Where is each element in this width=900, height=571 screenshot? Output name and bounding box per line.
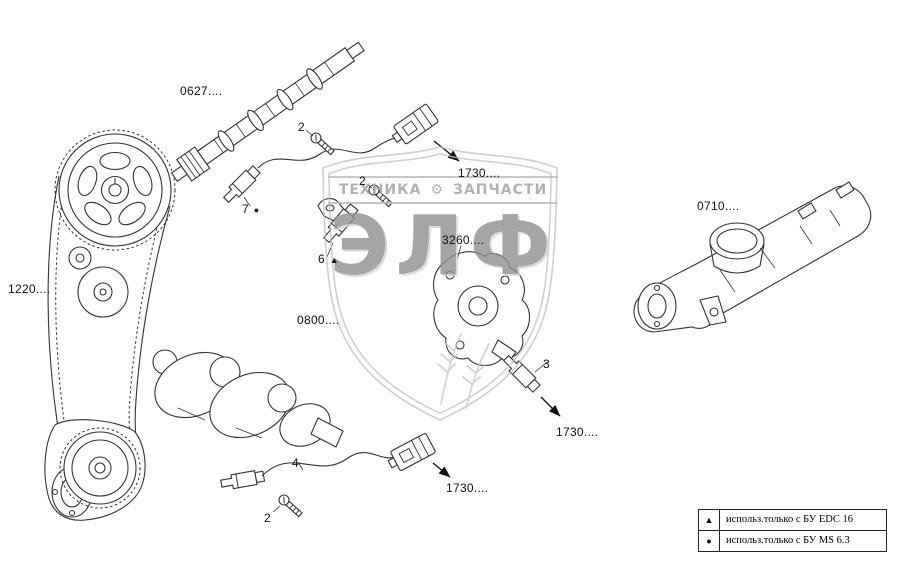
- label-timing-drive-partnumber: 1220....: [8, 282, 51, 296]
- label-connector-bottom-partnumber: 1730....: [446, 481, 489, 495]
- watermark-band-right: ЗАПЧАСТИ: [453, 182, 548, 198]
- cam-sensor-7-drawing: [220, 135, 402, 206]
- label-manifold-partnumber: 0710....: [697, 199, 740, 213]
- legend-text-ms63: использ.только с БУ MS 6.3: [726, 535, 850, 546]
- manifold-0710-drawing: [633, 181, 872, 333]
- triangle-marker-icon: ▲: [699, 510, 720, 530]
- callout-cam-sensor-top: 7●: [242, 202, 259, 216]
- dot-marker-icon: ●: [253, 205, 260, 215]
- camshaft-drawing: [170, 41, 365, 182]
- callout-bolt-top: 2: [298, 120, 305, 134]
- bolt-bottom-drawing: [276, 492, 305, 519]
- callout-bolt-mid: 2: [359, 174, 366, 188]
- label-connector-top-partnumber: 1730....: [458, 166, 501, 180]
- legend-row-edc16: ▲ использ.только с БУ EDC 16: [699, 510, 886, 530]
- watermark-logo-text: ЭЛФ: [329, 199, 557, 294]
- dot-marker-icon: ●: [699, 531, 720, 551]
- callout-cam-sensor-mid: 6▲: [318, 252, 339, 266]
- oil-pressure-sensor-drawing: [500, 352, 561, 417]
- callout-crank-sensor: 4: [292, 456, 299, 470]
- legend-text-edc16: использ.только с БУ EDC 16: [726, 514, 853, 525]
- callout-cam-sensor-mid-number: 6: [318, 252, 325, 266]
- wheat-icon: [437, 333, 490, 409]
- label-crankshaft-partnumber: 0800....: [297, 313, 340, 327]
- callout-oil-pressure-sensor: 3: [543, 357, 550, 371]
- crank-sensor-4-drawing: [219, 432, 451, 492]
- legend-row-ms63: ● использ.только с БУ MS 6.3: [699, 530, 886, 551]
- watermark-band-left: ТЕХНИКА: [338, 182, 422, 198]
- timing-belt-drawing: [44, 129, 176, 521]
- callout-bolt-bottom: 2: [264, 511, 271, 525]
- watermark-shield: [322, 146, 558, 421]
- connector-top-drawing: [387, 102, 460, 162]
- watermark-band: ТЕХНИКА ⚙ ЗАПЧАСТИ: [328, 176, 558, 204]
- crankshaft-drawing: [152, 349, 344, 448]
- gear-icon: ⚙: [430, 182, 444, 198]
- legend-box: ▲ использ.только с БУ EDC 16 ● использ.т…: [698, 509, 887, 552]
- label-sensor-housing-partnumber: 3260....: [442, 233, 485, 247]
- label-connector-oil-partnumber: 1730....: [556, 425, 599, 439]
- triangle-marker-icon: ▲: [329, 255, 339, 265]
- label-camshaft-partnumber: 0627....: [180, 84, 223, 98]
- callout-cam-sensor-top-number: 7: [242, 202, 249, 216]
